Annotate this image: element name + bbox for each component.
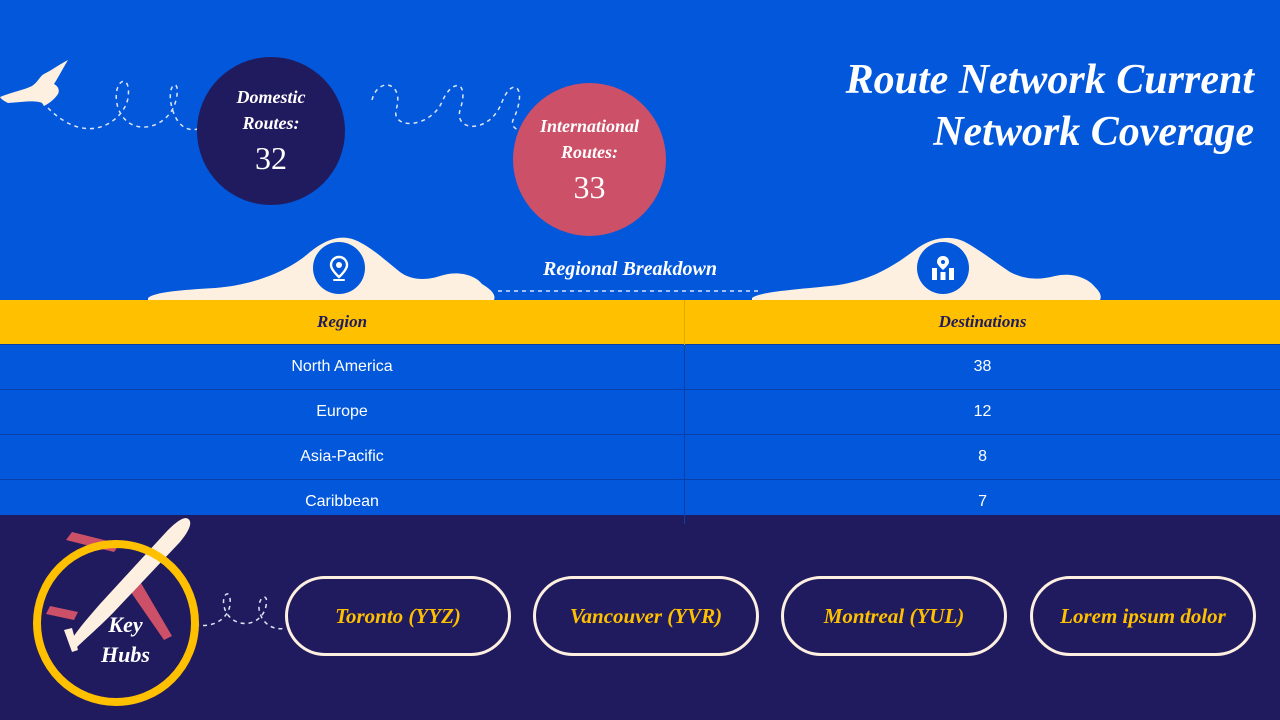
- international-routes-circle: International Routes: 33: [513, 83, 666, 236]
- destinations-cell: 38: [684, 344, 1280, 390]
- destinations-cell: 8: [684, 434, 1280, 480]
- location-pin-icon: [313, 242, 365, 294]
- domestic-routes-value: 32: [255, 140, 287, 176]
- key-hubs-label-line-2: Hubs: [101, 642, 150, 667]
- key-hubs-label-line-1: Key: [108, 612, 143, 637]
- region-cell: Europe: [0, 389, 686, 435]
- region-cell: North America: [0, 344, 686, 390]
- hub-pill-vancouver: Vancouver (YVR): [533, 576, 759, 656]
- hub-pill-montreal: Montreal (YUL): [781, 576, 1007, 656]
- hub-pill-toronto: Toronto (YYZ): [285, 576, 511, 656]
- domestic-routes-label: Domestic Routes:: [236, 87, 306, 133]
- table-row: Asia-Pacific 8: [0, 434, 1280, 480]
- region-cell: Asia-Pacific: [0, 434, 686, 480]
- domestic-routes-circle: Domestic Routes: 32: [197, 57, 345, 205]
- table-row: Europe 12: [0, 389, 1280, 435]
- destinations-cell: 7: [684, 479, 1280, 524]
- table-row: Caribbean 7: [0, 479, 1280, 524]
- bird-icon: [0, 60, 68, 106]
- international-routes-value: 33: [573, 168, 606, 205]
- international-routes-label: International Routes:: [539, 115, 640, 162]
- key-hubs-label: Key Hubs: [78, 610, 173, 670]
- map-icon: [917, 242, 969, 294]
- regional-breakdown-title: Regional Breakdown: [543, 258, 717, 280]
- hub-pill-placeholder: Lorem ipsum dolor: [1030, 576, 1256, 656]
- slide-title: Route Network Current Network Coverage: [694, 54, 1254, 158]
- title-line-2: Network Coverage: [933, 109, 1254, 155]
- regional-breakdown-table: Region Destinations North America 38 Eur…: [0, 300, 1280, 524]
- column-header-destinations: Destinations: [684, 300, 1280, 345]
- destinations-cell: 12: [684, 389, 1280, 435]
- table-row: North America 38: [0, 344, 1280, 390]
- region-cell: Caribbean: [0, 479, 686, 524]
- column-header-region: Region: [0, 300, 686, 345]
- table-header-row: Region Destinations: [0, 300, 1280, 345]
- key-hubs-ring: [33, 540, 199, 706]
- title-line-1: Route Network Current: [845, 57, 1254, 103]
